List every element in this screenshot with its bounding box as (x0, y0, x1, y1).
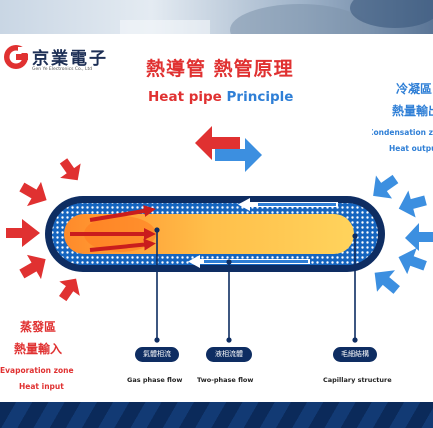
title-english: Heat pipe Principle (148, 89, 293, 105)
liquid-return-arrows (188, 198, 338, 268)
condensation-label-group: 冷凝區 熱量輸出 Condensation zone Heat output (372, 80, 433, 170)
heat-exchange-arrows (195, 126, 262, 172)
title-chinese: 熱導管 熱管原理 (146, 58, 294, 80)
evaporation-zh-1: 蒸發區 (20, 320, 57, 334)
condensation-zh-2: 熱量輸出 (392, 104, 433, 118)
evaporation-en-1: Evaporation zone (0, 366, 74, 375)
callout-leaders (156, 230, 356, 340)
condensation-en-1: Condensation zone (372, 128, 433, 137)
callout-label-gas-phase: Gas phase flow (127, 376, 183, 384)
condensation-en-2: Heat output (389, 144, 433, 153)
company-logo-icon (4, 45, 29, 69)
condensation-zh-1: 冷凝區 (396, 82, 433, 96)
callout-pill-two-phase: 液相流體 (206, 347, 252, 362)
callout-label-capillary: Capillary structure (323, 376, 392, 384)
heat-input-arrows (6, 158, 81, 302)
company-name-zh: 京業電子 (32, 49, 108, 69)
evaporation-en-2: Heat input (19, 382, 64, 391)
callout-label-two-phase: Two-phase flow (197, 376, 254, 384)
bottom-pattern-banner (0, 402, 433, 428)
callout-pill-capillary: 毛細結構 (333, 347, 377, 362)
callout-pill-gas-phase: 氣體相流 (135, 347, 179, 362)
company-name-en: Gen Ye Electronics Co., Ltd (32, 67, 93, 72)
heat-output-arrows (373, 174, 433, 294)
evaporation-zh-2: 熱量輸入 (14, 342, 63, 356)
title-principle: Principle (226, 89, 294, 105)
callout-dots (154, 227, 358, 343)
top-photo-banner (0, 0, 433, 34)
title-heat-pipe: Heat pipe (148, 89, 222, 105)
banner-decoration (120, 0, 433, 34)
vapor-flow-arrows (70, 205, 156, 252)
